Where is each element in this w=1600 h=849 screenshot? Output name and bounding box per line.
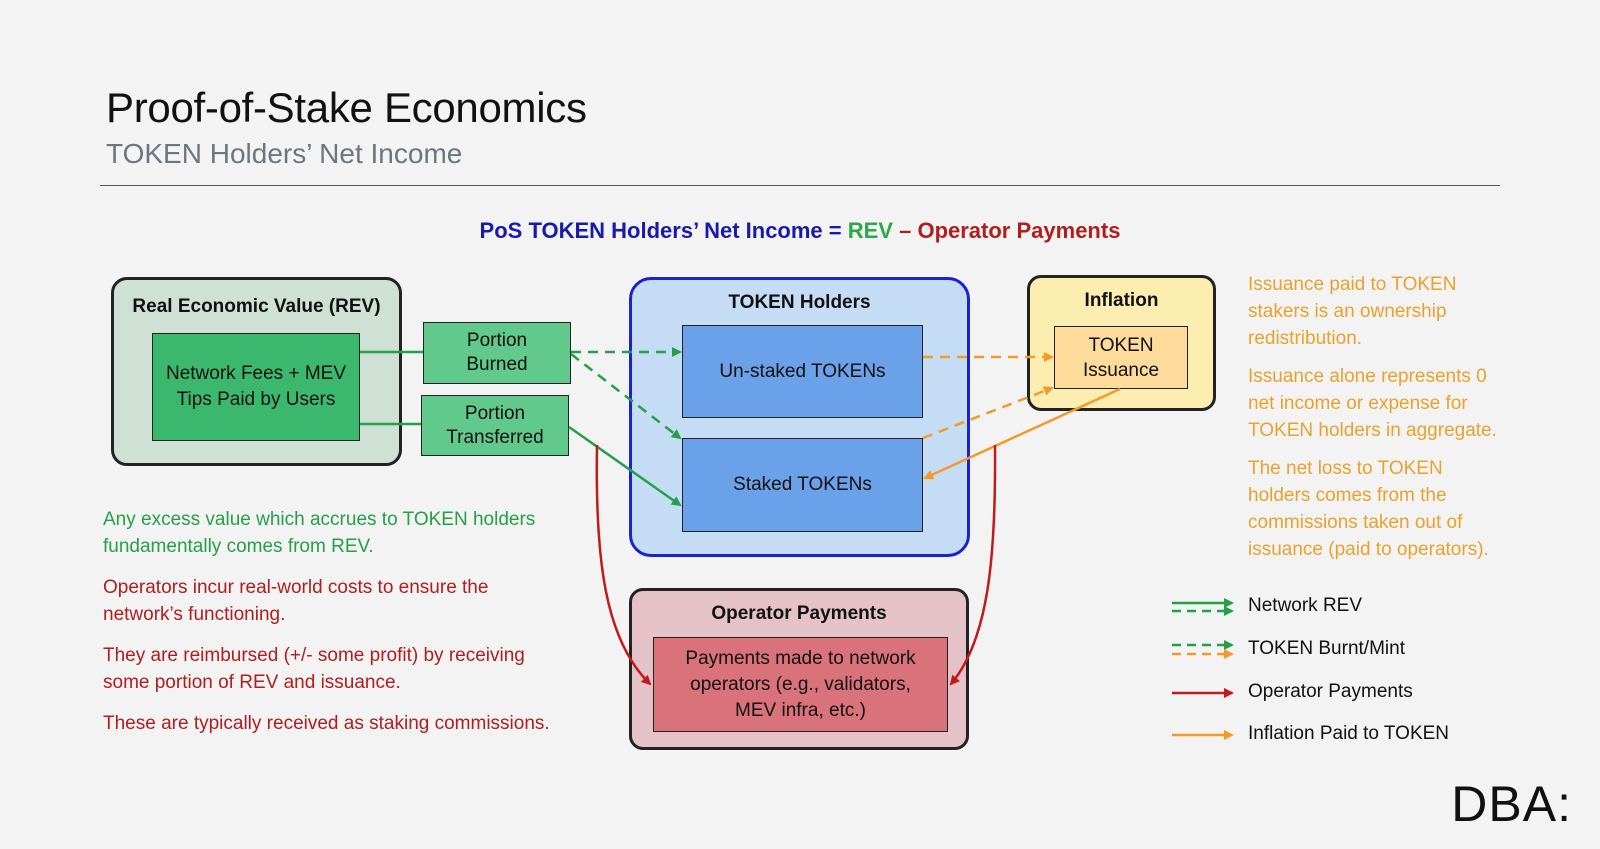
note-r1-line1: Issuance paid to TOKEN <box>1248 274 1457 295</box>
flow-issuance-to-staked <box>923 387 1121 480</box>
note-reimbursed-line2: some portion of REV and issuance. <box>103 672 401 693</box>
legend-inflation: Inflation Paid to TOKEN <box>1248 723 1450 744</box>
flow-staked-to-issuance <box>922 386 1054 440</box>
note-r1-line2: stakers is an ownership <box>1248 301 1447 322</box>
legend-operator-payments: Operator Payments <box>1248 681 1413 702</box>
page-subtitle: TOKEN Holders’ Net Income <box>106 138 463 169</box>
note-operator-costs: Operators incur real-world costs to ensu… <box>103 574 488 628</box>
equation-rev: REV <box>847 218 893 243</box>
unstaked-tokens-label: Un-staked TOKENs <box>719 360 886 382</box>
token-holders-title: TOKEN Holders <box>728 292 871 313</box>
legend-burnt-mint-swatch <box>1172 640 1234 659</box>
operator-line1: Payments made to network <box>685 647 916 669</box>
network-fees-node: Network Fees + MEV Tips Paid by Users <box>152 333 360 441</box>
network-fees-line2: Tips Paid by Users <box>176 389 336 410</box>
operator-payments-title: Operator Payments <box>711 603 887 624</box>
note-r3-line4: issuance (paid to operators). <box>1248 539 1489 560</box>
unstaked-tokens-node: Un-staked TOKENs <box>682 325 923 418</box>
legend-network-rev: Network REV <box>1248 595 1363 616</box>
note-excess-value-line1: Any excess value which accrues to TOKEN … <box>103 509 536 530</box>
note-r2-line1: Issuance alone represents 0 <box>1248 366 1487 387</box>
rev-container-title: Real Economic Value (REV) <box>132 296 381 317</box>
operator-payments-node: Payments made to network operators (e.g.,… <box>653 637 948 732</box>
note-r3-line2: holders comes from the <box>1248 485 1447 506</box>
note-commissions-line1: These are typically received as staking … <box>103 713 550 734</box>
note-operator-costs-line2: network’s functioning. <box>103 604 286 625</box>
net-income-equation: PoS TOKEN Holders’ Net Income = REV – Op… <box>0 218 1600 244</box>
note-r3-line3: commissions taken out of <box>1248 512 1463 533</box>
note-reimbursed: They are reimbursed (+/- some profit) by… <box>103 642 525 696</box>
burned-line1: Portion <box>466 330 528 351</box>
legend-burnt-mint: TOKEN Burnt/Mint <box>1248 638 1405 659</box>
token-issuance-node: TOKEN Issuance <box>1054 326 1188 389</box>
note-issuance-zero: Issuance alone represents 0 net income o… <box>1248 363 1497 444</box>
burned-line2: Burned <box>466 354 528 375</box>
flow-burned-to-staked <box>570 353 682 440</box>
equation-net-income: PoS TOKEN Holders’ Net Income = <box>479 218 848 243</box>
equation-operator-payments: – Operator Payments <box>893 218 1121 243</box>
issuance-line2: Issuance <box>1082 359 1160 381</box>
operator-line3: MEV infra, etc.) <box>735 699 866 721</box>
transferred-line2: Transferred <box>446 426 544 448</box>
transferred-line1: Portion <box>464 402 526 424</box>
flow-rev-to-operator <box>595 444 652 686</box>
issuance-line1: TOKEN <box>1088 334 1154 356</box>
note-reimbursed-line1: They are reimbursed (+/- some profit) by… <box>103 645 525 666</box>
staked-tokens-node: Staked TOKENs <box>682 438 923 532</box>
network-fees-line1: Network Fees + MEV <box>165 363 347 384</box>
note-operator-costs-line1: Operators incur real-world costs to ensu… <box>103 577 489 598</box>
flow-transferred-to-staked <box>568 425 682 507</box>
note-excess-value: Any excess value which accrues to TOKEN … <box>103 506 535 560</box>
note-r3-line1: The net loss to TOKEN <box>1248 458 1443 479</box>
note-r2-line2: net income or expense for <box>1248 393 1468 414</box>
note-r2-line3: TOKEN holders in aggregate. <box>1248 420 1497 441</box>
inflation-title: Inflation <box>1084 290 1159 311</box>
dba-logo: DBA: <box>1451 776 1572 832</box>
note-net-loss: The net loss to TOKEN holders comes from… <box>1248 455 1489 563</box>
header-divider <box>100 185 1500 186</box>
note-r1-line3: redistribution. <box>1248 328 1363 349</box>
legend-network-rev-swatch <box>1172 598 1234 616</box>
note-excess-value-line2: fundamentally comes from REV. <box>103 536 374 557</box>
flow-issuance-to-operator <box>949 444 997 686</box>
note-commissions: These are typically received as staking … <box>103 710 550 737</box>
staked-tokens-label: Staked TOKENs <box>733 474 872 495</box>
page-title: Proof-of-Stake Economics <box>106 84 587 131</box>
note-issuance-redistribution: Issuance paid to TOKEN stakers is an own… <box>1248 271 1456 352</box>
operator-line2: operators (e.g., validators, <box>690 673 911 695</box>
